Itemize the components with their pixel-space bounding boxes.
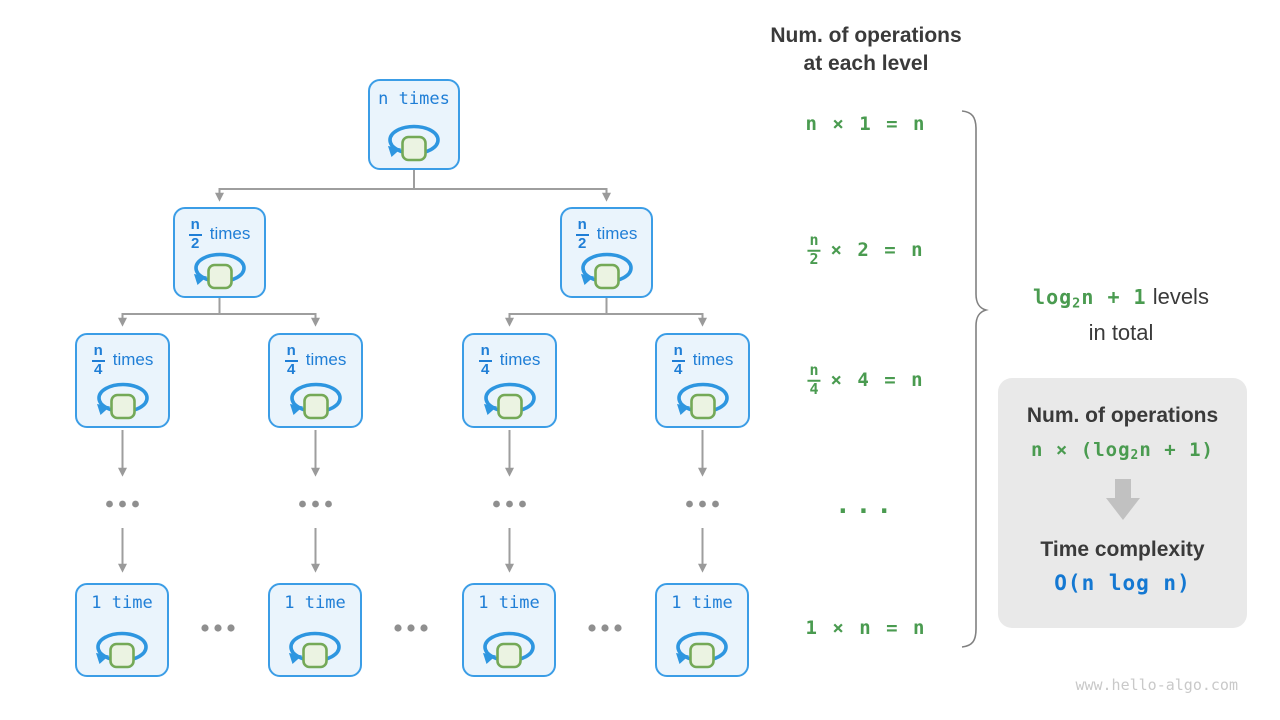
loop-icon	[481, 382, 539, 423]
ops-header-line1: Num. of operations	[770, 24, 962, 47]
tree-node-root: n times	[368, 79, 460, 170]
summary-title: Num. of operations	[1026, 404, 1219, 427]
loop-icon	[674, 382, 732, 423]
tree-node-1time-2: 1 time	[268, 583, 362, 677]
tree-node-1time-3: 1 time	[462, 583, 556, 677]
node-label: 1 time	[478, 593, 540, 613]
ops-row-level1: n × 1 = n	[805, 113, 927, 135]
ops-header-line2: at each level	[803, 52, 929, 75]
levels-note-line2: in total	[1088, 320, 1154, 346]
loop-icon	[286, 631, 344, 672]
summary-box: Num. of operations n × (log2n + 1) Time …	[998, 378, 1247, 628]
node-label: n times	[378, 89, 450, 109]
ops-column-header: Num. of operations at each level	[770, 22, 961, 78]
loop-icon	[480, 631, 538, 672]
ellipsis-dots	[106, 500, 719, 632]
levels-note: log2n + 1 levels in total	[1033, 282, 1209, 348]
ops-row-level-last: 1 × n = n	[805, 617, 927, 639]
watermark: www.hello-algo.com	[1075, 676, 1238, 694]
loop-icon	[673, 631, 731, 672]
loop-icon	[578, 252, 636, 293]
loop-icon	[385, 124, 443, 165]
node-label: 1 time	[284, 593, 346, 613]
summary-ops-formula: n × (log2n + 1)	[1031, 439, 1214, 464]
levels-formula: log2n + 1	[1033, 285, 1147, 312]
loop-icon	[93, 631, 151, 672]
time-complexity-label: Time complexity	[1040, 538, 1205, 562]
tree-connectors	[118, 170, 707, 573]
loop-icon	[287, 382, 345, 423]
loop-icon	[94, 382, 152, 423]
node-label: 1 time	[91, 593, 153, 613]
node-label: 1 time	[671, 593, 733, 613]
levels-brace	[961, 110, 989, 648]
loop-icon	[191, 252, 249, 293]
down-arrow-icon	[1102, 479, 1144, 521]
time-complexity-formula: O(n log n)	[1054, 571, 1191, 596]
tree-node-1time-1: 1 time	[75, 583, 169, 677]
tree-node-1time-4: 1 time	[655, 583, 749, 677]
ops-row-ellipsis: ...	[835, 490, 897, 520]
